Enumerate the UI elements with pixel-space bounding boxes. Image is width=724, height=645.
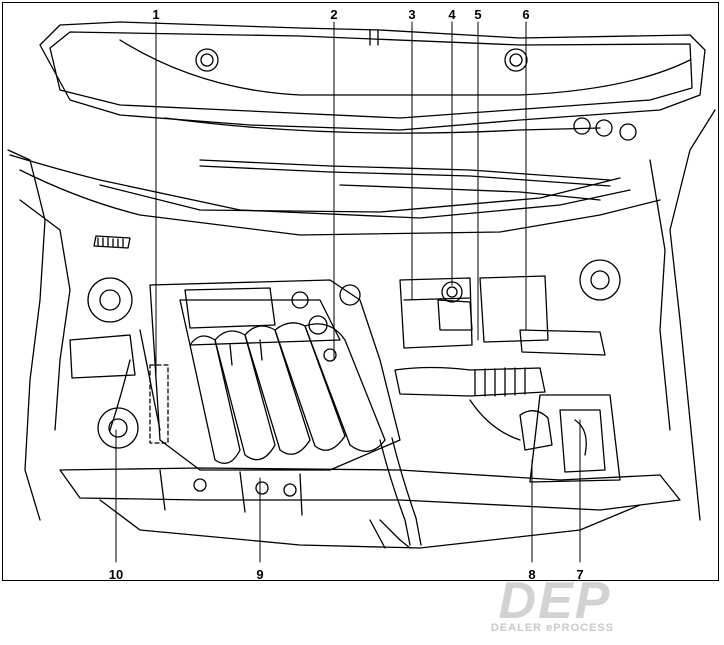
- callout-3: 3: [408, 7, 415, 22]
- callout-9: 9: [256, 567, 263, 582]
- air-cleaner: [395, 276, 605, 396]
- hood-outline: [40, 22, 705, 130]
- cowl-and-wipers: [10, 118, 660, 248]
- hoses: [110, 330, 520, 545]
- body-sides: [8, 110, 715, 520]
- callout-2: 2: [330, 7, 337, 22]
- callout-6: 6: [522, 7, 529, 22]
- callout-5: 5: [474, 7, 481, 22]
- engine-top: [150, 280, 400, 470]
- radiator-support: [60, 468, 680, 548]
- watermark-text: DEALER ePROCESS: [470, 622, 635, 634]
- callout-4: 4: [448, 7, 455, 22]
- hood-strut: [165, 118, 600, 133]
- callout-1: 1: [152, 7, 159, 22]
- intake-manifold: [180, 300, 385, 463]
- callout-10: 10: [109, 567, 123, 582]
